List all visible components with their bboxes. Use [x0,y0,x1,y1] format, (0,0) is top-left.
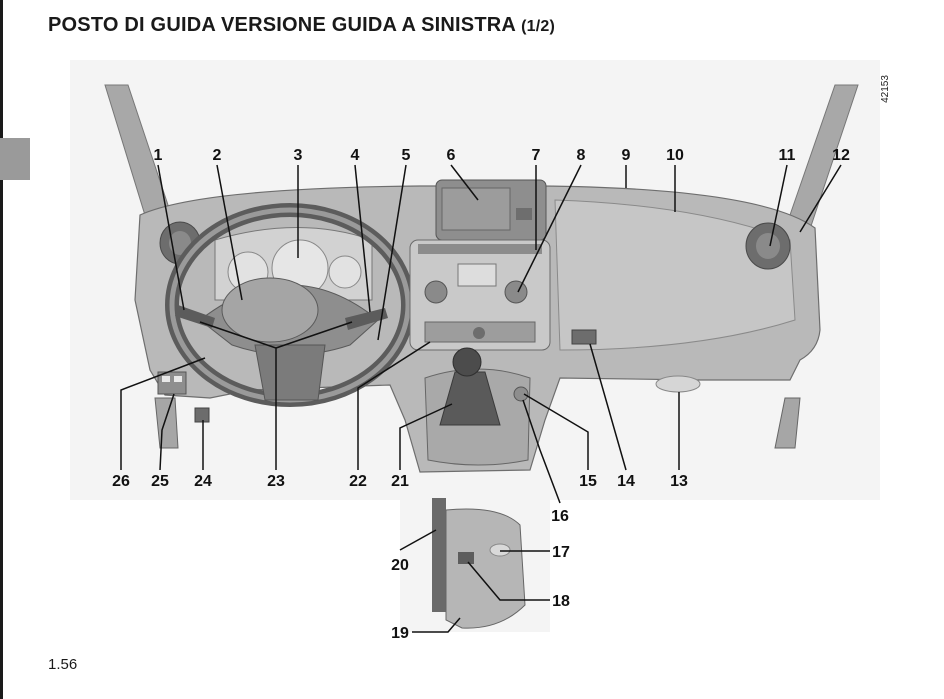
callout-labels: 1 2 3 4 5 6 7 8 9 10 11 12 13 14 15 16 1… [112,147,850,642]
leader-4 [354,164,371,313]
leader-16 [522,399,561,504]
leader-6 [450,164,479,201]
callout-12: 12 [832,147,850,164]
left-climate-knob [424,280,448,304]
inset-button [489,543,511,557]
center-vent-grille [418,244,542,254]
callout-15: 15 [579,473,597,490]
radio-display [457,263,497,287]
gear-lever-boot [439,371,501,426]
socket-front [513,386,529,402]
callout-leader-lines [120,164,842,633]
display-side-button [516,208,532,220]
fuel-gauge-dial [328,255,362,289]
leader-26 [120,357,206,470]
callout-23: 23 [267,473,285,490]
leader-12 [799,164,842,233]
page-title-text: POSTO DI GUIDA VERSIONE GUIDA A SINISTRA [48,14,516,36]
leader-18 [467,561,550,601]
callout-26: 26 [112,473,130,490]
left-switch-panel [157,371,187,395]
callout-24: 24 [194,473,212,490]
page-number: 1.56 [48,656,78,673]
callout-11: 11 [779,147,796,164]
callout-13: 13 [670,473,688,490]
callout-19: 19 [391,625,409,642]
leader-11 [769,164,788,247]
leader-20 [399,529,437,551]
lower-center-knob [473,327,485,339]
leader-19 [412,617,461,633]
gear-knob [452,347,482,377]
callout-10: 10 [666,147,684,164]
leader-25 [159,393,175,471]
right-climate-knob [504,280,528,304]
right-stalk [345,308,388,330]
right-air-vent-center [756,233,780,259]
callout-14: 14 [617,473,635,490]
inset-socket [458,552,474,564]
callout-3: 3 [294,147,303,164]
steering-column [254,344,326,401]
callout-1: 1 [154,147,163,164]
left-switch-b [174,376,182,382]
passenger-dash-surface [554,199,796,351]
glovebox-handle [655,375,701,393]
leader-22 [357,341,431,470]
left-switch-a [162,376,170,382]
callout-20: 20 [391,557,409,574]
callout-9: 9 [622,147,631,164]
leader-15 [523,393,589,470]
left-a-pillar [104,84,169,226]
steering-wheel-hub [221,277,319,343]
callout-2: 2 [213,147,222,164]
page-title-suffix: (1/2) [521,18,555,35]
leader-2 [216,164,243,301]
callout-21: 21 [391,473,409,490]
passenger-airbag-switch [571,329,597,345]
leader-23 [199,321,353,470]
page-title: POSTO DI GUIDA VERSIONE GUIDA A SINISTRA… [48,14,555,37]
inset-handbrake-lever [432,498,446,612]
callout-4: 4 [351,147,360,164]
leader-14 [589,343,627,471]
callout-17: 17 [552,544,570,561]
bonnet-release [194,407,210,423]
callout-8: 8 [577,147,586,164]
center-display-screen [441,187,511,231]
leader-1 [157,164,185,311]
callout-22: 22 [349,473,367,490]
right-lower-trim [774,397,801,449]
left-lower-trim [154,397,179,449]
chapter-tab [0,138,30,180]
callout-5: 5 [402,147,411,164]
leader-5 [377,164,407,341]
leader-21 [399,403,453,470]
left-margin-rule [0,0,3,699]
callout-7: 7 [532,147,541,164]
callout-16: 16 [551,508,569,525]
callout-18: 18 [552,593,570,610]
leader-8 [517,164,582,293]
callout-25: 25 [151,473,169,490]
left-stalk [175,305,215,328]
callout-6: 6 [447,147,456,164]
inset-console [445,508,526,629]
